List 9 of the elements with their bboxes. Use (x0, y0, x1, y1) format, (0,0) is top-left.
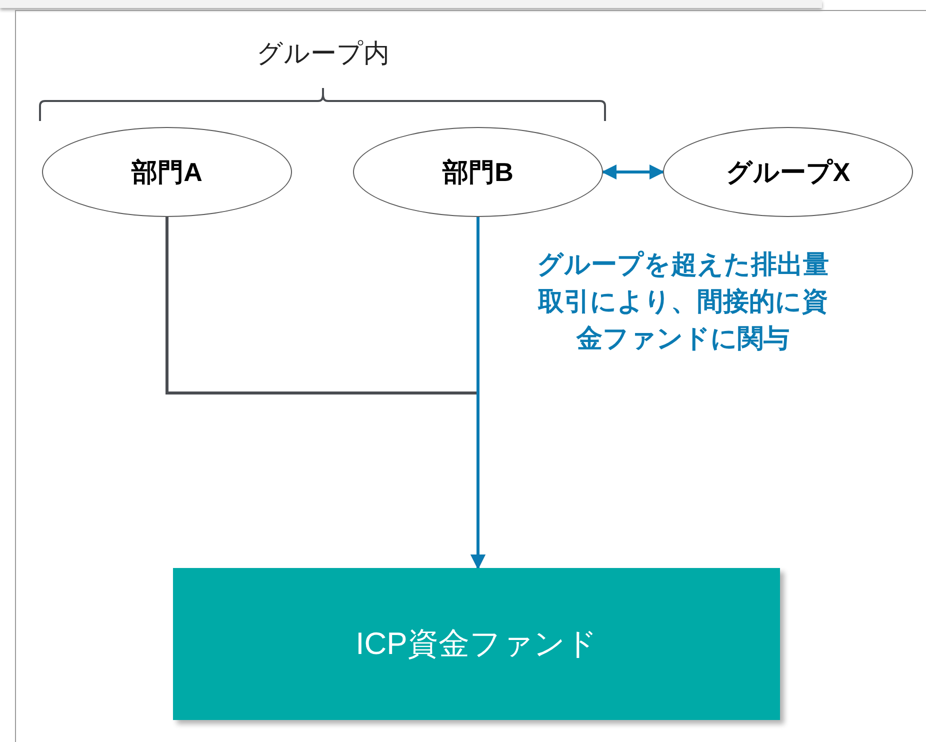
arrow (470, 217, 486, 570)
node-label: 部門B (442, 156, 514, 188)
fund-box (173, 568, 780, 720)
node-label: ICP資金ファンド (356, 624, 598, 663)
group-label: グループ内 (256, 37, 390, 70)
arrow (602, 164, 664, 180)
node-label: グループX (726, 156, 850, 188)
node-label: 部門A (132, 156, 202, 188)
annotation-text: グループを超えた排出量取引により、間接的に資金ファンドに関与 (536, 248, 830, 355)
